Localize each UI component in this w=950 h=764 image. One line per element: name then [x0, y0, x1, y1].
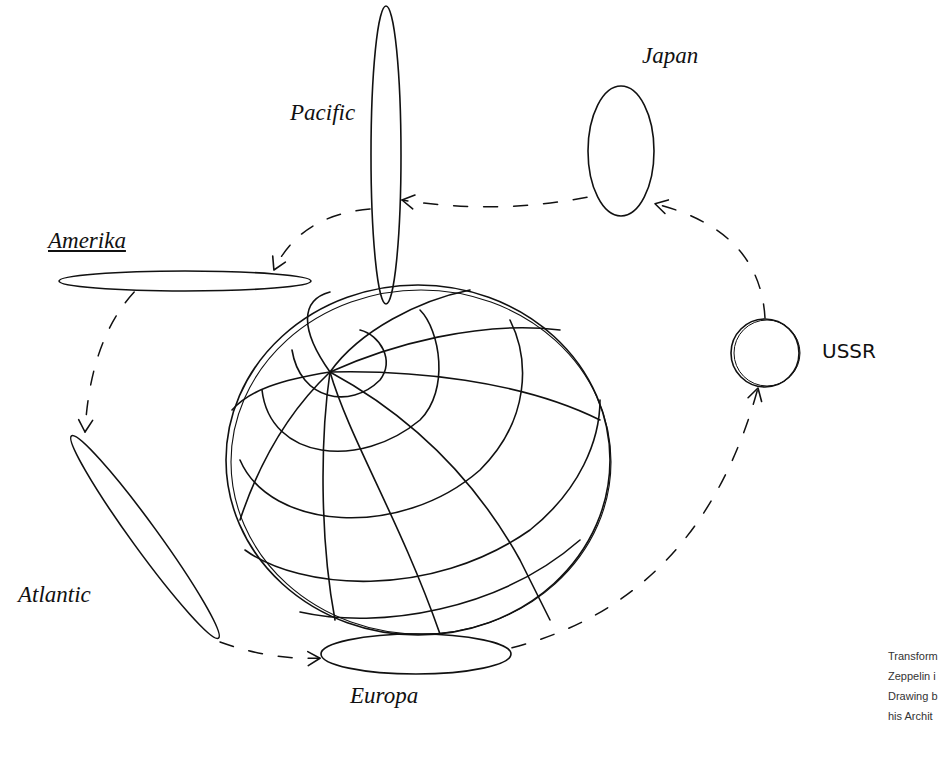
- shape-outline: [370, 5, 402, 305]
- flow-arrow: [220, 642, 320, 658]
- shape-outline: [371, 6, 401, 304]
- region-label: Europa: [350, 683, 418, 709]
- shape-outline: [730, 318, 800, 388]
- caption-fragment: Drawing b: [888, 690, 938, 703]
- shape-outline: [587, 85, 655, 217]
- globe: [226, 285, 611, 635]
- flow-arrow: [274, 209, 370, 270]
- shape-outline: [59, 271, 311, 291]
- shape-outline: [588, 86, 654, 216]
- europa-ellipse: Europa: [320, 633, 512, 675]
- shape-outline: [731, 319, 799, 387]
- region-label: Amerika: [48, 228, 126, 254]
- caption-fragment: Transform: [888, 650, 938, 663]
- atlantic-ellipse: Atlantic: [70, 432, 220, 642]
- shape-outline: [61, 428, 229, 646]
- shape-outline: [734, 320, 800, 386]
- pacific-ellipse: Pacific: [370, 5, 402, 305]
- shape-outline: [320, 633, 512, 675]
- japan-ellipse: Japan: [587, 85, 655, 217]
- region-label: Japan: [642, 43, 698, 69]
- shape-outline: [58, 270, 312, 292]
- flow-arrow: [402, 197, 587, 207]
- flow-arrow: [85, 292, 134, 432]
- region-label: Pacific: [290, 100, 355, 126]
- amerika-ellipse: Amerika: [58, 270, 312, 292]
- region-label: USSR: [822, 340, 876, 363]
- shape-outline: [321, 634, 511, 674]
- caption-fragment: his Archit: [888, 710, 933, 723]
- shape-outline: [70, 432, 220, 642]
- caption-fragment: Zeppelin i: [888, 670, 936, 683]
- flow-arrow: [512, 388, 758, 648]
- flow-arrow: [655, 204, 765, 318]
- region-label: Atlantic: [18, 582, 91, 608]
- ussr-circle: USSR: [730, 318, 800, 388]
